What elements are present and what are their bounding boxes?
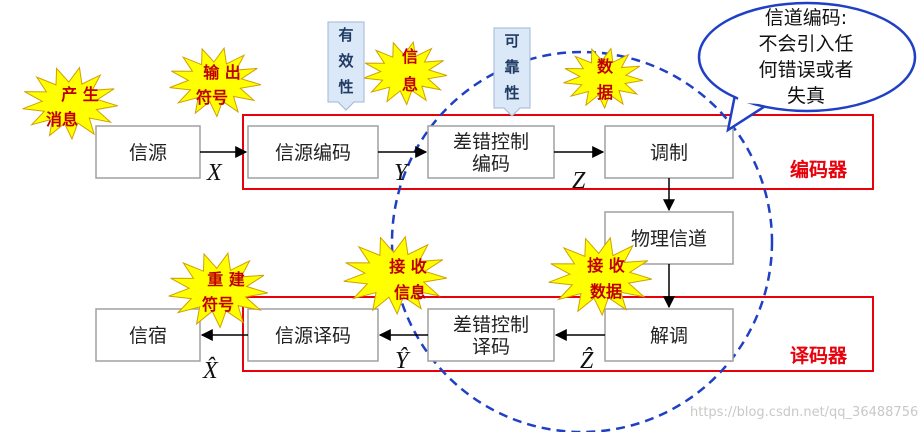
- tag-validity-char2: 效: [338, 52, 354, 70]
- tag-validity: 有 效 性: [327, 21, 365, 111]
- burst-rebuild-symbol: 重 建 符号: [168, 251, 268, 329]
- tag-reliability-char1: 可: [504, 32, 519, 50]
- var-z-hat: Ẑ: [580, 348, 594, 374]
- tag-reliability-char2: 靠: [504, 58, 519, 76]
- burst-output-symbol-line2: 符号: [196, 88, 228, 107]
- modulation-box: 调制: [604, 125, 734, 179]
- channel-coding-ellipse: [390, 50, 774, 432]
- burst-rebuild-symbol-line1: 重 建: [207, 270, 245, 289]
- encoder-label: 编码器: [790, 158, 848, 181]
- channel-encoder-label-1: 差错控制: [453, 131, 529, 153]
- decoder-label: 译码器: [790, 345, 848, 367]
- channel-decoder-box: 差错控制 译码: [427, 308, 555, 362]
- callout-line3: 何错误或者: [758, 59, 853, 81]
- burst-data-line1: 数: [597, 57, 614, 76]
- sink-box-label: 信宿: [129, 325, 167, 347]
- var-x-hat: X̂: [202, 357, 219, 384]
- callout-line2: 不会引入任: [758, 33, 853, 55]
- var-z: Z: [572, 168, 586, 194]
- source-decoder-box: 信源译码: [247, 308, 379, 362]
- callout-line4: 失真: [787, 85, 825, 107]
- watermark: https://blog.csdn.net/qq_36488756: [690, 405, 918, 420]
- decoder-frame: [242, 296, 874, 372]
- burst-data-line2: 据: [597, 83, 613, 102]
- source-encoder-label: 信源编码: [275, 142, 351, 164]
- burst-information: 信 息: [363, 40, 448, 106]
- burst-receive-info-line1: 接 收: [389, 257, 427, 276]
- channel-encoder-label-2: 编码: [472, 153, 510, 175]
- demodulation-box: 解调: [604, 308, 734, 362]
- channel-decoder-label-1: 差错控制: [453, 314, 529, 336]
- channel-encoder-box: 差错控制 编码: [427, 125, 555, 179]
- burst-receive-info: 接 收 信息: [343, 235, 447, 316]
- burst-output-symbol: 输 出 符号: [169, 46, 262, 118]
- var-x: X: [206, 160, 223, 186]
- burst-produce-message: 产 生 消息: [22, 66, 118, 141]
- demodulation-label: 解调: [650, 325, 688, 347]
- physical-channel-label: 物理信道: [631, 228, 707, 250]
- modulation-label: 调制: [650, 142, 688, 164]
- burst-information-line1: 信: [402, 47, 418, 66]
- channel-decoder-label-2: 译码: [472, 336, 510, 358]
- source-box-label: 信源: [129, 142, 167, 164]
- burst-information-line2: 息: [402, 75, 418, 94]
- tag-validity-char3: 性: [338, 78, 353, 96]
- burst-produce-message-line1: 产 生: [61, 85, 99, 104]
- burst-receive-data-line1: 接 收: [587, 256, 625, 275]
- channel-coding-callout: 信道编码: 不会引入任 何错误或者 失真: [697, 1, 917, 133]
- var-y-hat: Ŷ: [395, 348, 411, 374]
- burst-data: 数 据: [563, 47, 644, 110]
- var-y: Y: [394, 160, 410, 186]
- burst-produce-message-line2: 消息: [46, 110, 78, 129]
- callout-line1: 信道编码:: [765, 7, 847, 29]
- source-encoder-box: 信源编码: [247, 125, 379, 179]
- tag-reliability-char3: 性: [504, 84, 519, 102]
- burst-receive-data: 接 收 数据: [548, 236, 652, 317]
- tag-reliability: 可 靠 性: [493, 27, 531, 117]
- burst-receive-info-line2: 信息: [394, 283, 426, 302]
- source-decoder-label: 信源译码: [275, 325, 351, 347]
- burst-receive-data-line2: 数据: [590, 282, 622, 301]
- sink-box: 信宿: [95, 308, 201, 362]
- source-box: 信源: [95, 125, 201, 179]
- tag-validity-char1: 有: [338, 26, 353, 44]
- burst-output-symbol-line1: 输 出: [203, 63, 241, 82]
- burst-rebuild-symbol-line2: 符号: [202, 295, 234, 314]
